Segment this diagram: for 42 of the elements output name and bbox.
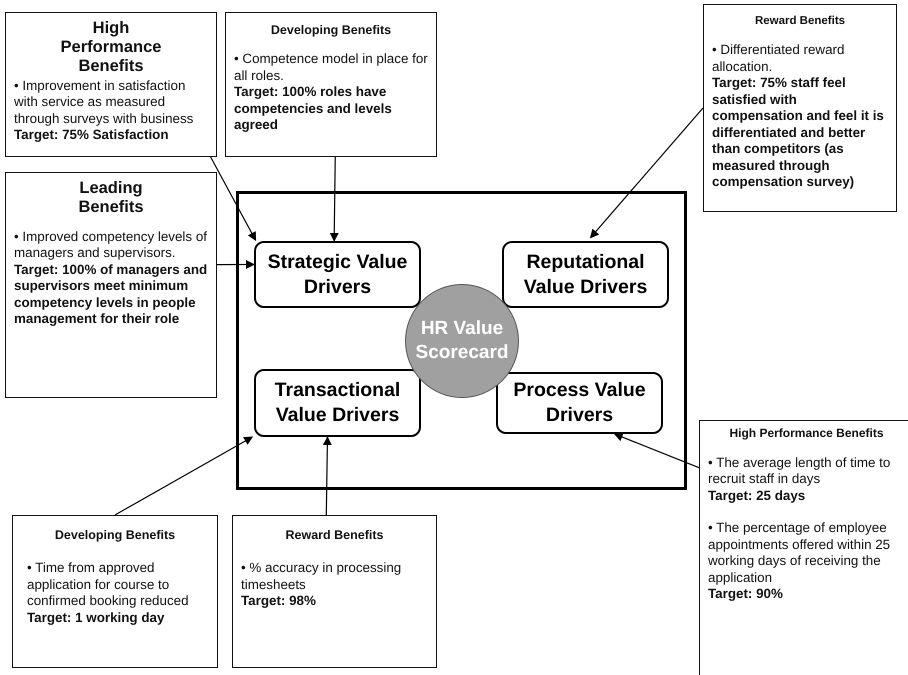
bullet-text: • Competence model in place for all roles. — [234, 51, 428, 84]
target-text: Target: 75% staff feel satisfied with compensation and feel it is differentiated and better than competitors (as measured through compensation survey) — [712, 75, 885, 191]
box-heading: Developing Benefits — [270, 23, 392, 38]
driver-box: Strategic Value Drivers — [254, 241, 421, 308]
box-heading: High Performance Benefits — [728, 427, 885, 441]
box-heading: Leading Benefits — [77, 179, 145, 217]
bullet-text: • Improvement in satisfaction with service as measured through surveys with business — [14, 78, 194, 128]
arrow — [322, 436, 332, 515]
arrow — [330, 157, 339, 242]
arrow — [217, 260, 255, 269]
bullet-text: • The percentage of employee appointments offered within 25 working days of receiving the application — [708, 520, 892, 586]
box-heading: Developing Benefits — [54, 528, 176, 542]
box-heading: High Performance Benefits — [60, 19, 162, 76]
bullet-text: • % accuracy in processing timesheets — [241, 560, 402, 594]
arrow — [114, 436, 254, 516]
driver-box: Transactional Value Drivers — [254, 369, 421, 437]
driver-box: Process Value Drivers — [496, 372, 663, 434]
target-text: Target: 100% roles have competencies and levels agreed — [234, 84, 393, 134]
benefit-box — [225, 12, 437, 157]
target-text: Target: 1 working day — [27, 610, 166, 626]
bullet-text: • Differentiated reward allocation. — [712, 42, 846, 76]
scorecard-frame — [236, 191, 687, 490]
driver-box: Reputational Value Drivers — [502, 241, 669, 308]
arrow — [210, 156, 256, 242]
bullet-text: • Time from approved application for course to confirmed booking reduced — [27, 560, 190, 610]
benefit-box — [12, 515, 218, 668]
benefit-box — [703, 4, 897, 212]
benefit-box — [699, 420, 908, 675]
target-text: Target: 25 days — [708, 488, 806, 504]
arrow — [590, 108, 704, 238]
benefit-box — [5, 172, 217, 398]
box-heading: Reward Benefits — [754, 15, 846, 28]
target-text: Target: 100% of managers and supervisors meet minimum competency levels in people management for their role — [14, 262, 208, 328]
target-text: Target: 90% — [708, 586, 784, 603]
arrow — [614, 432, 700, 468]
target-text: Target: 98% — [241, 593, 317, 610]
benefit-box — [5, 12, 217, 157]
bullet-text: • Improved competency levels of managers and supervisors. — [14, 228, 208, 262]
target-text: Target: 75% Satisfaction — [14, 127, 170, 144]
box-heading: Reward Benefits — [284, 528, 384, 542]
benefit-box — [232, 515, 437, 668]
bullet-text: • The average length of time to recruit staff in days — [708, 454, 892, 488]
